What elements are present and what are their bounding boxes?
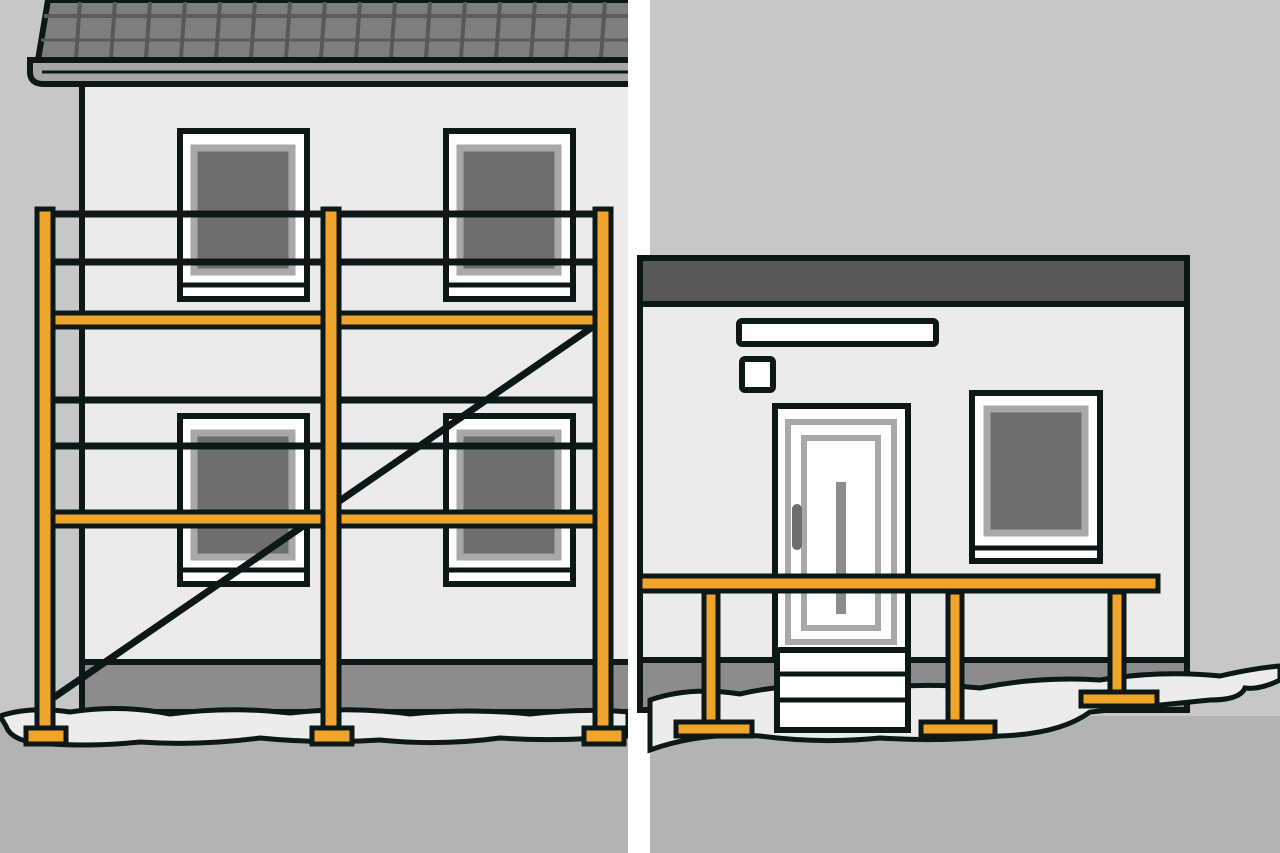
porch-scaffold-beam	[637, 573, 1161, 594]
house-roof	[27, 0, 643, 87]
porch-scaffold	[637, 573, 1161, 739]
house-plinth	[79, 659, 645, 715]
house-number-plate	[739, 356, 776, 393]
left-panel	[0, 0, 645, 853]
wall-light	[736, 318, 939, 347]
entrance-steps	[774, 647, 911, 733]
window-lower-left	[177, 413, 310, 587]
door-handle	[792, 504, 802, 550]
porch-scaffold-base-plates	[673, 689, 1160, 739]
right-panel	[637, 0, 1280, 853]
window-lower-right	[443, 413, 576, 587]
house-scaffolding	[23, 206, 627, 747]
front-door	[772, 403, 911, 659]
scaffold-base-plates	[23, 725, 627, 747]
bungalow-roof-band	[637, 255, 1190, 307]
bungalow-window	[969, 390, 1103, 564]
